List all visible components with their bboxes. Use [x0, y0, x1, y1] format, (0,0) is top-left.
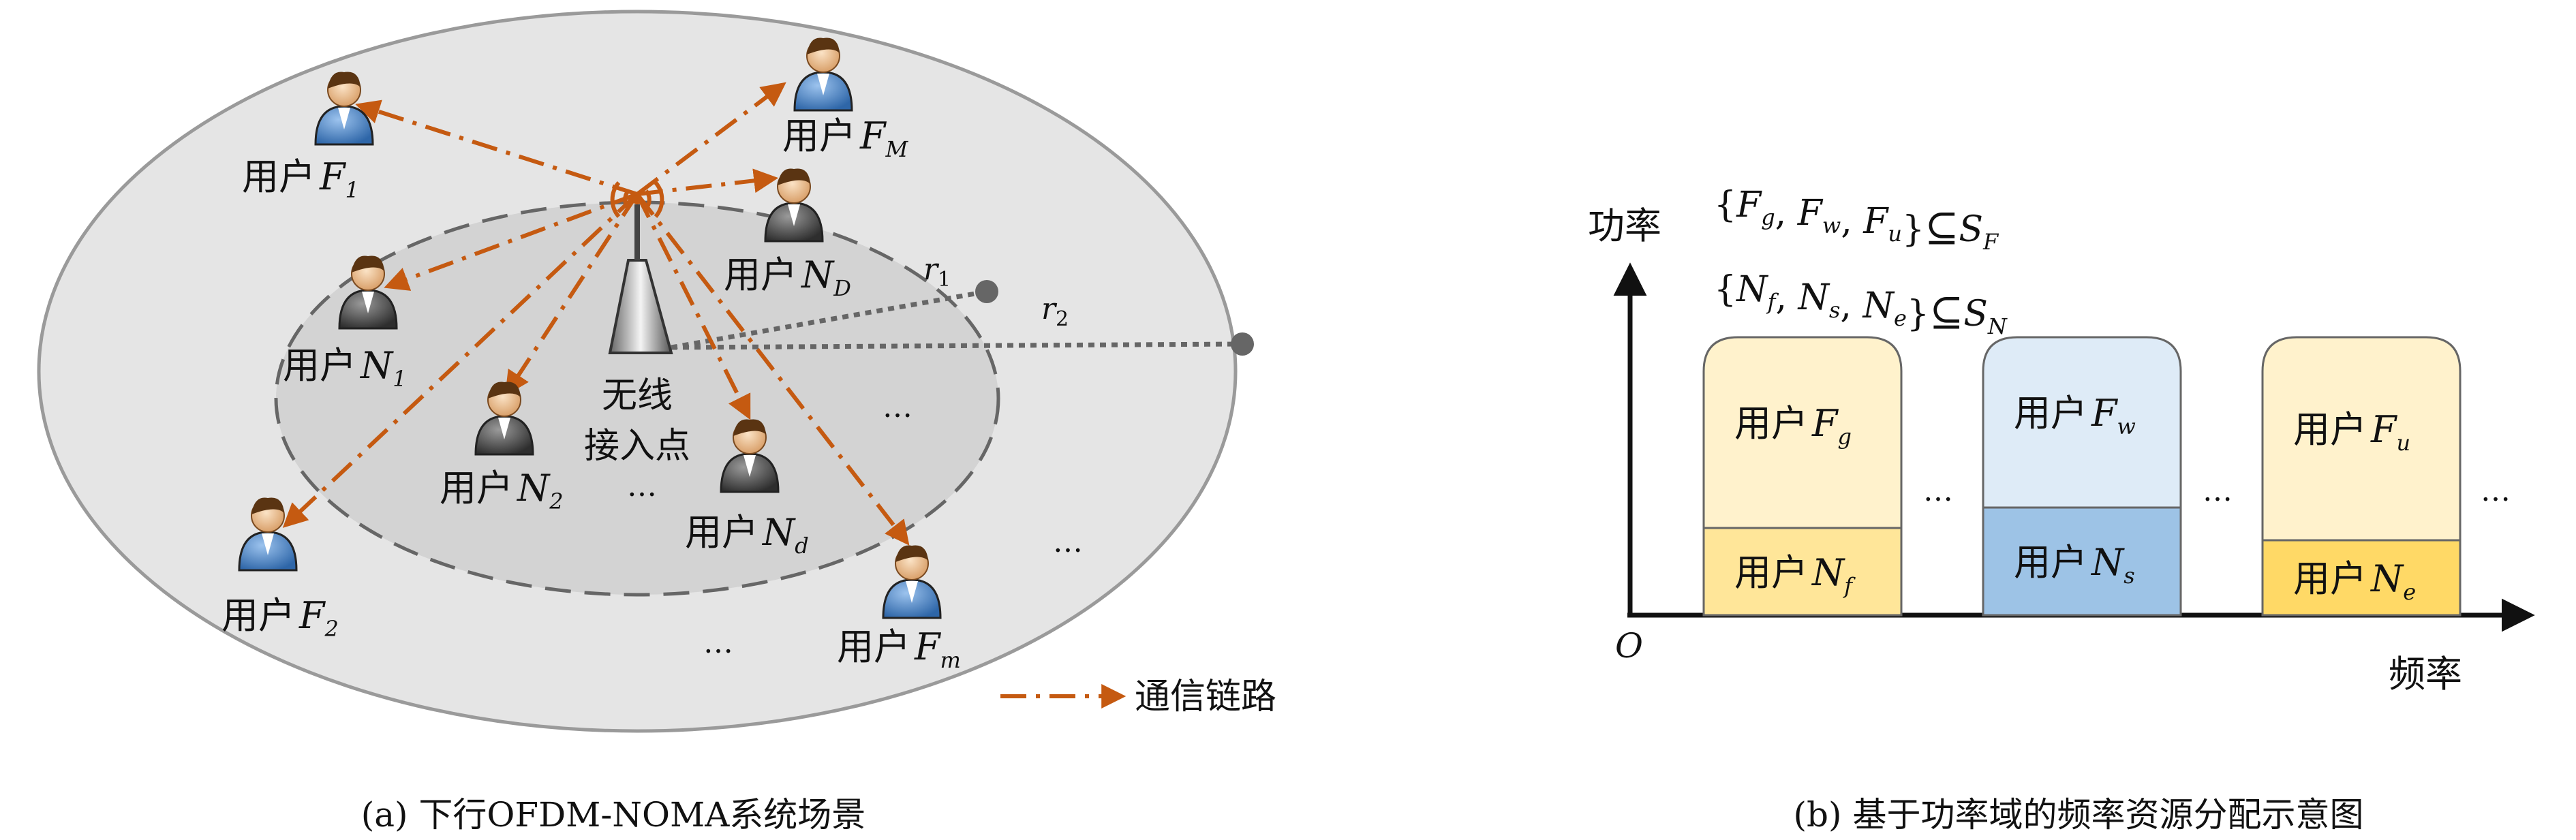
link-to-fm	[635, 193, 910, 546]
inner-coverage-area	[274, 200, 1000, 597]
near-user-icon-4	[720, 419, 780, 493]
ellipsis-block-3: …	[2481, 473, 2511, 508]
tower-icon	[608, 259, 673, 354]
allocation-panel: 功率 频率 O {Fg, Fw, Fu}⊆SF {Nf, Ns, Ne}⊆SN …	[1588, 185, 2535, 835]
ellipsis-outer-right: …	[1053, 525, 1083, 559]
caption-a: (a) 下行OFDM-NOMA系统场景	[361, 795, 866, 835]
near-user-icon-3	[474, 382, 534, 456]
ap-label-line2: 接入点	[584, 426, 690, 467]
caption-b: (b) 基于功率域的频率资源分配示意图	[1794, 795, 2364, 835]
radius-label-r1: r1	[923, 252, 951, 292]
legend: 通信链路	[1000, 676, 1276, 717]
near-user-segment	[2261, 539, 2462, 617]
set-near-users: {Nf, Ns, Ne}⊆SN	[1714, 269, 2008, 339]
ap-label-line1: 无线	[602, 375, 673, 416]
link-to-nd	[635, 193, 751, 420]
radius-label-r2: r2	[1041, 292, 1069, 331]
radius-end-r1	[975, 280, 998, 303]
far-user-segment	[1702, 336, 1903, 529]
near-user-icon-1	[764, 168, 824, 243]
far-user-icon-1	[314, 72, 374, 146]
far-user-icon-2	[793, 37, 853, 112]
origin-label: O	[1615, 626, 1643, 666]
near-user-icon-2	[338, 255, 398, 330]
radius-line-r1	[671, 289, 987, 350]
ellipsis-block-2: …	[2203, 473, 2233, 508]
far-user-segment	[2261, 336, 2462, 542]
signal-icon	[610, 181, 664, 218]
access-point: 无线 接入点	[584, 181, 690, 467]
radius-end-r2	[1231, 332, 1254, 356]
ellipsis-inner-center: …	[627, 469, 657, 503]
far-user-icon-3	[238, 497, 298, 572]
x-axis-label: 频率	[2389, 653, 2462, 696]
link-to-fM	[636, 82, 786, 196]
near-user-segment	[1702, 527, 1903, 617]
link-to-n2	[505, 193, 639, 396]
near-user-segment	[1982, 506, 2182, 617]
legend-label: 通信链路	[1135, 676, 1276, 717]
link-to-n1	[384, 192, 639, 291]
ellipsis-block-1: …	[1923, 473, 1953, 508]
far-user-segment	[1982, 336, 2182, 509]
y-axis-label: 功率	[1588, 204, 1661, 247]
set-far-users: {Fg, Fw, Fu}⊆SF	[1714, 185, 1999, 255]
ellipsis-inner-right: …	[883, 390, 913, 424]
link-to-f2	[282, 192, 639, 528]
far-user-icon-4	[882, 545, 942, 619]
radius-line-r2	[671, 341, 1243, 350]
ellipsis-outer-bottom: …	[703, 625, 733, 660]
